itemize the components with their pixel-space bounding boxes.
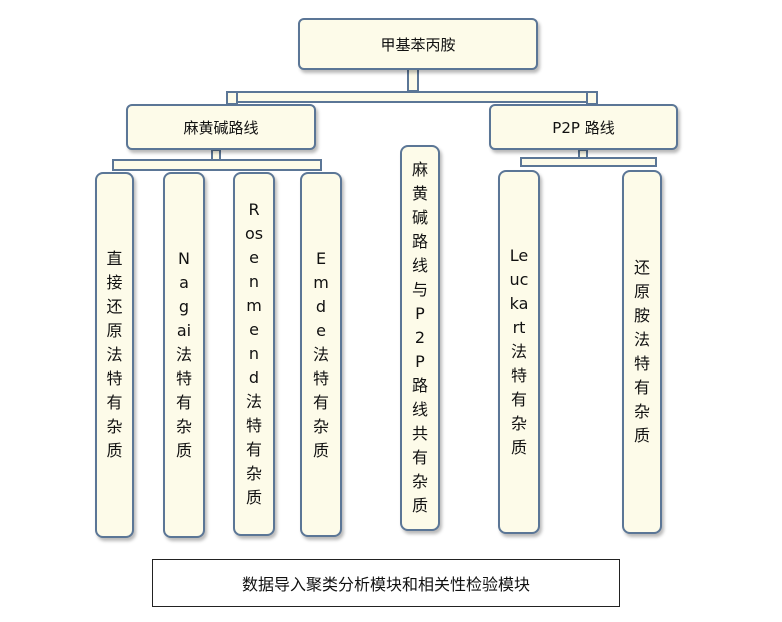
method-label-nagai: Nagai法特有杂质 <box>175 249 192 460</box>
method-node-direct-reduction: 直接还原法特有杂质 <box>95 172 134 538</box>
p2p-route-label: P2P 路线 <box>552 118 615 137</box>
method-node-emde: Emde法特有杂质 <box>300 172 342 537</box>
left-branch-drop-connector <box>226 91 238 105</box>
method-node-nagai: Nagai法特有杂质 <box>163 172 205 538</box>
method-label-emde: Emde法特有杂质 <box>312 248 329 460</box>
method-node-rosenmend: Rosenmend法特有杂质 <box>233 172 275 536</box>
method-label-rosenmend: Rosenmend法特有杂质 <box>244 200 264 507</box>
method-node-shared: 麻黄碱路线与P2P路线共有杂质 <box>400 145 440 531</box>
method-node-reductive-amination: 还原胺法特有杂质 <box>622 170 662 534</box>
method-label-shared: 麻黄碱路线与P2P路线共有杂质 <box>411 160 428 515</box>
ephedrine-route-node: 麻黄碱路线 <box>126 104 316 150</box>
root-stem-connector <box>407 68 419 92</box>
method-label-reductive-amination: 还原胺法特有杂质 <box>633 258 650 445</box>
method-label-leuckart: Leuckart法特有杂质 <box>509 246 529 457</box>
analysis-module-box: 数据导入聚类分析模块和相关性检验模块 <box>152 559 620 607</box>
root-node: 甲基苯丙胺 <box>298 18 538 70</box>
method-label-direct-reduction: 直接还原法特有杂质 <box>106 249 123 460</box>
left-branch-horizontal-connector <box>112 159 322 171</box>
analysis-module-label: 数据导入聚类分析模块和相关性检验模块 <box>241 575 530 594</box>
p2p-route-node: P2P 路线 <box>489 104 678 150</box>
root-label: 甲基苯丙胺 <box>380 35 456 54</box>
top-horizontal-connector <box>226 91 598 103</box>
ephedrine-route-label: 麻黄碱路线 <box>183 118 259 137</box>
right-branch-drop-connector <box>586 91 598 105</box>
right-branch-horizontal-connector <box>520 157 657 167</box>
method-node-leuckart: Leuckart法特有杂质 <box>498 170 540 534</box>
